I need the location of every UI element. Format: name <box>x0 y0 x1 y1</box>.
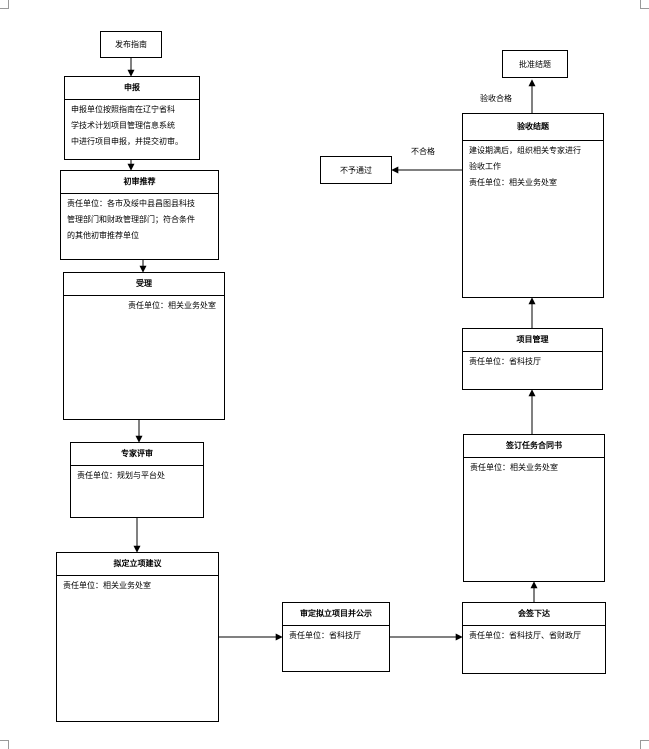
page-corner-top-left <box>0 0 9 9</box>
node-text-line: 责任单位：省科技厅 <box>289 631 361 640</box>
node-text-line: 验收工作 <box>469 162 501 171</box>
node-text-line: 的其他初审推荐单位 <box>67 231 139 240</box>
node-text-line: 责任单位：相关业务处室 <box>63 581 151 590</box>
node-text-line: 责任单位：省科技厅 <box>469 357 541 366</box>
node-acceptance-closure: 验收结题 建设期满后，组织相关专家进行 验收工作 责任单位：相关业务处室 <box>462 113 604 298</box>
node-title: 验收结题 <box>463 114 603 141</box>
edge-label-pass: 验收合格 <box>480 94 512 103</box>
node-sign-contract: 签订任务合同书 责任单位：相关业务处室 <box>463 434 605 582</box>
node-text-line: 责任单位：相关业务处室 <box>470 463 558 472</box>
node-project-management: 项目管理 责任单位：省科技厅 <box>462 328 603 390</box>
node-approve-publicize: 审定拟立项目并公示 责任单位：省科技厅 <box>282 602 390 672</box>
edge-label-fail: 不合格 <box>411 147 435 156</box>
node-approve-closure: 批准结题 <box>502 50 568 78</box>
node-text-line: 学技术计划项目管理信息系统 <box>71 121 175 130</box>
node-label: 批准结题 <box>519 59 551 69</box>
node-title: 受理 <box>64 273 224 296</box>
node-publish-guide: 发布指南 <box>100 31 162 58</box>
page-corner-top-right <box>640 0 649 9</box>
node-text-line: 责任单位：省科技厅、省财政厅 <box>469 631 581 640</box>
node-text-line: 建设期满后，组织相关专家进行 <box>469 146 581 155</box>
node-title: 拟定立项建议 <box>57 553 218 576</box>
node-text-line: 责任单位：规划与平台处 <box>77 471 165 480</box>
page-corner-bottom-left <box>0 740 9 749</box>
node-title: 会签下达 <box>463 603 605 626</box>
node-accept: 受理 责任单位：相关业务处室 <box>63 272 225 420</box>
node-text-line: 责任单位：相关业务处室 <box>469 178 557 187</box>
node-text-line: 责任单位：各市及绥中县昌图县科技 <box>67 199 195 208</box>
page-corner-bottom-right <box>640 740 649 749</box>
node-title: 审定拟立项目并公示 <box>283 603 389 626</box>
node-title: 项目管理 <box>463 329 602 352</box>
node-label: 发布指南 <box>115 40 147 49</box>
node-reject: 不予通过 <box>320 156 392 184</box>
node-apply: 申报 申报单位按照指南在辽宁省科 学技术计划项目管理信息系统 中进行项目申报，并… <box>64 76 200 160</box>
node-text-line: 中进行项目申报，并提交初审。 <box>71 137 183 146</box>
node-cosign-issue: 会签下达 责任单位：省科技厅、省财政厅 <box>462 602 606 674</box>
node-propose-project: 拟定立项建议 责任单位：相关业务处室 <box>56 552 219 722</box>
node-label: 不予通过 <box>340 165 372 175</box>
node-title: 初审推荐 <box>61 171 218 194</box>
node-expert-review: 专家评审 责任单位：规划与平台处 <box>70 442 204 518</box>
node-text-line: 管理部门和财政管理部门；符合条件 <box>67 215 195 224</box>
node-title: 签订任务合同书 <box>464 435 604 458</box>
node-prelim-recommend: 初审推荐 责任单位：各市及绥中县昌图县科技 管理部门和财政管理部门；符合条件 的… <box>60 170 219 260</box>
node-text-line: 申报单位按照指南在辽宁省科 <box>71 105 175 114</box>
node-title: 申报 <box>65 77 199 100</box>
node-title: 专家评审 <box>71 443 203 466</box>
node-text-line: 责任单位：相关业务处室 <box>128 301 216 310</box>
